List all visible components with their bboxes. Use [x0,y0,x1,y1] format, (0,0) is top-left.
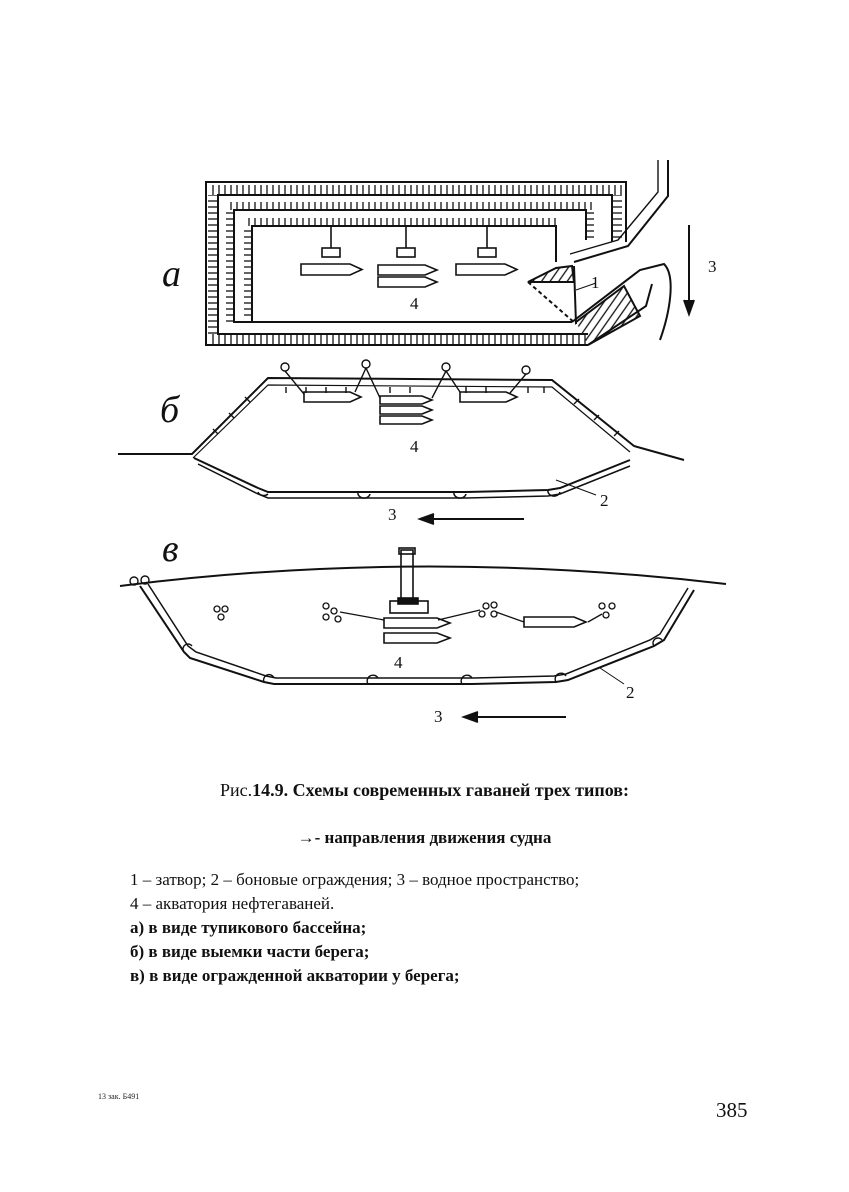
panel-b-label-oil-harbor: 4 [410,437,419,456]
legend-item: б) в виде выемки части берега; [130,942,370,961]
direction-note-text: - направления движения судна [314,828,552,847]
panel-a-dead-end-basin: а [162,160,717,346]
legend-item: а) в виде тупикового бассейна; [130,918,367,937]
panel-a-label-gate: 1 [591,273,600,292]
legend-item: 4 – акватория нефтегаваней. [130,894,335,913]
panel-v-label-oil-harbor: 4 [394,653,403,672]
panel-b-letter: б [160,389,181,431]
legend-item: 1 – затвор; 2 – боновые ограждения; 3 – … [130,870,580,889]
panel-v-letter: в [162,528,179,570]
print-order-note: 13 зак. Б491 [98,1092,140,1101]
panel-b-shore-notch: б 4 2 3 [118,359,685,525]
panel-a-label-water: 3 [708,257,717,276]
figure-caption-prefix: Рис. [220,780,253,800]
page-number: 385 [716,1098,748,1122]
figure-legend: 1 – затвор; 2 – боновые ограждения; 3 – … [130,868,579,988]
figure-title: Схемы современных гаваней трех типов: [292,780,629,800]
legend-item: в) в виде огражденной акватории у берега… [130,966,460,985]
panel-v-label-booms: 2 [626,683,635,702]
direction-arrow-icon: → [297,828,315,847]
figure-caption: Рис.14.9. Схемы современных гаваней трех… [0,780,849,801]
panel-b-label-water: 3 [388,505,397,524]
harbor-schemes-figure: а [118,160,727,726]
figure-number: 14.9. [252,780,289,800]
panel-v-fenced-area: в [119,528,727,726]
panel-a-letter: а [162,253,181,295]
panel-v-label-water: 3 [434,707,443,726]
direction-note: →- направления движения судна [0,828,849,848]
panel-a-label-oil-harbor: 4 [410,294,419,313]
panel-b-label-booms: 2 [600,491,609,510]
